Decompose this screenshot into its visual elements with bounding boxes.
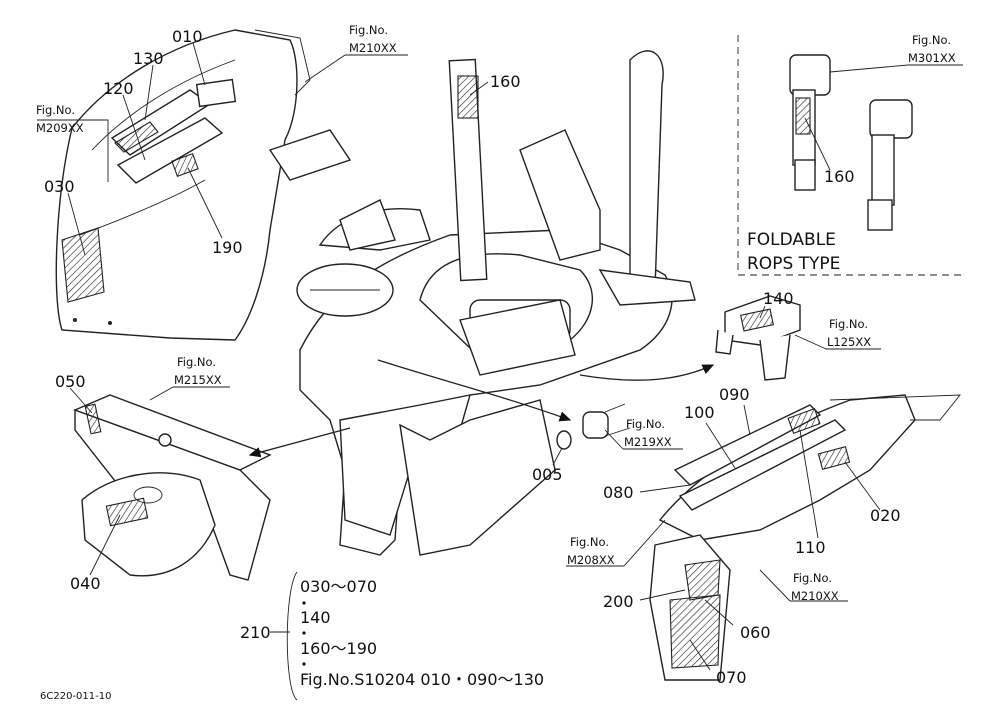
part-label-190: 190 <box>212 238 243 257</box>
fig-ref-m210-bottom-code: M210XX <box>791 589 839 603</box>
part-label-080: 080 <box>603 483 634 502</box>
fig-ref-m210-bottom-label: Fig.No. <box>793 571 832 585</box>
part-label-060: 060 <box>740 623 771 642</box>
kit-line-2: 140 <box>300 608 331 627</box>
rops-caption-line1: FOLDABLE <box>747 230 836 250</box>
kit-number: 210 <box>240 623 271 642</box>
fig-ref-m209-code: M209XX <box>36 121 84 135</box>
part-label-040: 040 <box>70 574 101 593</box>
kit-listing: 210 030～070 140 160～190 Fig.No.S10204 01… <box>240 577 544 689</box>
part-label-120: 120 <box>103 79 134 98</box>
part-label-050: 050 <box>55 372 86 391</box>
fig-ref-l125-label: Fig.No. <box>829 317 868 331</box>
fig-ref-l125-code: L125XX <box>827 335 871 349</box>
kit-line-3: 160～190 <box>300 639 377 658</box>
right-fender <box>649 394 961 681</box>
part-label-160-main: 160 <box>490 72 521 91</box>
part-label-200: 200 <box>603 592 634 611</box>
part-label-090: 090 <box>719 385 750 404</box>
fig-ref-m215-code: M215XX <box>174 373 222 387</box>
fig-ref-m219-code: M219XX <box>624 435 672 449</box>
part-label-030: 030 <box>44 177 75 196</box>
part-label-160-rops: 160 <box>824 167 855 186</box>
fig-ref-m209-label: Fig.No. <box>36 103 75 117</box>
kit-line-4: Fig.No.S10204 010・090～130 <box>300 670 544 689</box>
arrows <box>248 359 715 458</box>
leader-lines <box>37 42 963 701</box>
left-fender <box>55 29 311 341</box>
fig-ref-m210-top-code: M210XX <box>349 41 397 55</box>
fig-ref-m215-label: Fig.No. <box>177 355 216 369</box>
fig-ref-m219-label: Fig.No. <box>626 417 665 431</box>
bracket-part <box>715 295 801 381</box>
fig-ref-m210-top-label: Fig.No. <box>349 23 388 37</box>
figure-references: Fig.No. M209XX Fig.No. M210XX Fig.No. M3… <box>36 23 956 603</box>
part-labels: 010 130 120 030 190 160 160 140 050 040 … <box>44 27 901 687</box>
part-label-010: 010 <box>172 27 203 46</box>
rops-caption-line2: ROPS TYPE <box>747 254 840 274</box>
fig-ref-m301-label: Fig.No. <box>912 33 951 47</box>
diagram-code: 6C220-011-10 <box>40 691 111 702</box>
part-label-100: 100 <box>684 403 715 422</box>
rear-panel <box>73 394 272 581</box>
rops-box <box>737 35 965 276</box>
part-label-140: 140 <box>763 289 794 308</box>
part-label-020: 020 <box>870 506 901 525</box>
part-label-005: 005 <box>532 465 563 484</box>
part-label-070: 070 <box>716 668 747 687</box>
part-label-110: 110 <box>795 538 826 557</box>
kit-line-1: 030～070 <box>300 577 377 596</box>
fig-ref-m208-label: Fig.No. <box>570 535 609 549</box>
knob-part <box>556 403 631 450</box>
tractor-body <box>268 50 696 556</box>
fig-ref-m208-code: M208XX <box>567 553 615 567</box>
rops-caption: FOLDABLE ROPS TYPE <box>747 230 840 274</box>
part-label-130: 130 <box>133 49 164 68</box>
fig-ref-m301-code: M301XX <box>908 51 956 65</box>
